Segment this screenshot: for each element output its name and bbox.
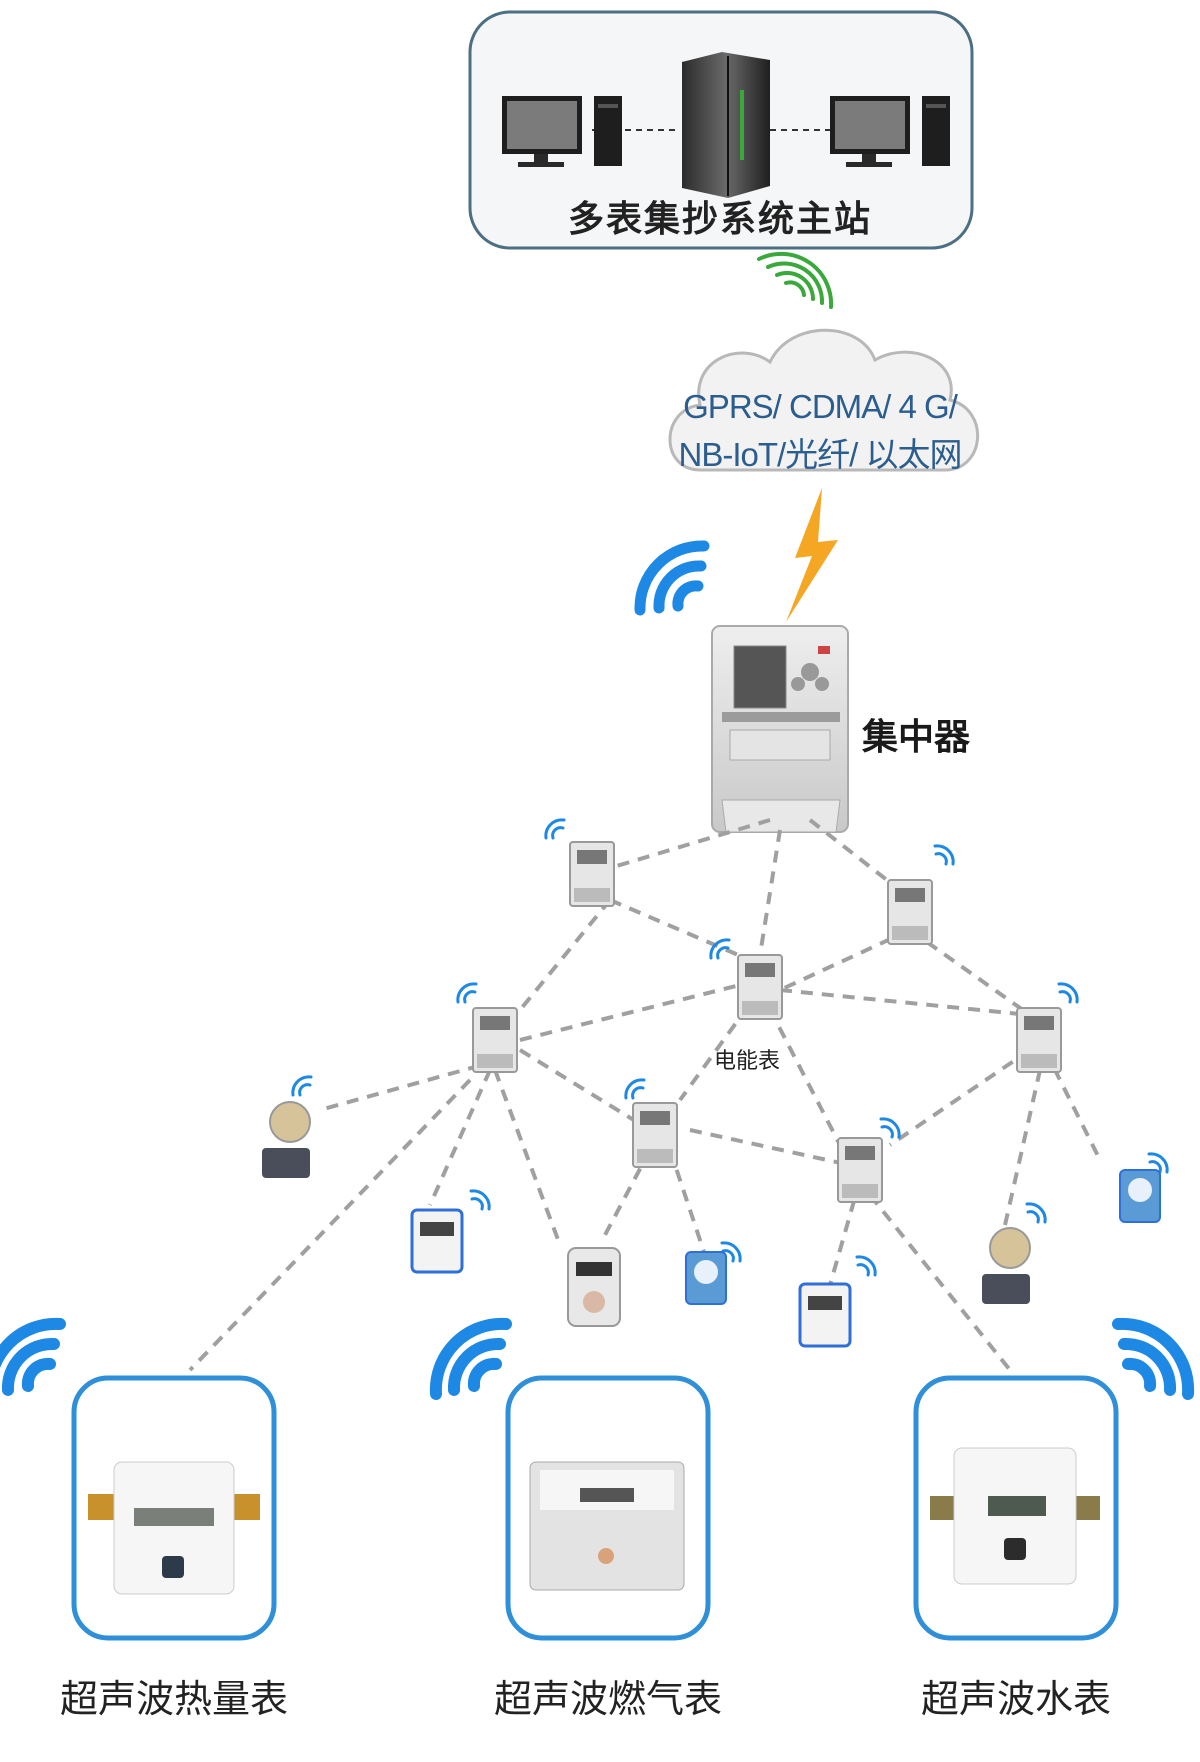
electric-meter-label: 电能表 bbox=[714, 1049, 781, 1074]
electric-meter-icon bbox=[472, 1007, 518, 1073]
electric-meter-icon bbox=[569, 841, 615, 907]
electric-meter-icon bbox=[737, 954, 783, 1020]
gas-meter-icon bbox=[410, 1208, 464, 1274]
water-meter-label: 超声波水表 bbox=[920, 1677, 1111, 1721]
water-meter-icon bbox=[1119, 1169, 1161, 1223]
gas-meter-label: 超声波燃气表 bbox=[493, 1677, 722, 1721]
network-line-2: NB-IoT/光纤/ 以太网 bbox=[678, 436, 962, 473]
ultrasonic-gas-meter-icon bbox=[529, 1461, 685, 1591]
water-meter-icon bbox=[982, 1227, 1031, 1304]
water-meter-icon bbox=[685, 1251, 727, 1305]
wifi-small-icons bbox=[291, 818, 1169, 1277]
server-icon bbox=[682, 52, 770, 198]
master-station-title: 多表集抄系统主站 bbox=[567, 199, 872, 240]
concentrator-label: 集中器 bbox=[862, 717, 971, 758]
cloud-icon bbox=[668, 328, 979, 472]
electric-meter-icon bbox=[1016, 1007, 1062, 1073]
gas-meter-icon bbox=[798, 1282, 852, 1348]
concentrator-device bbox=[711, 625, 849, 833]
electric-meter-icon bbox=[837, 1137, 883, 1203]
heat-meter-label: 超声波热量表 bbox=[59, 1677, 288, 1721]
electric-meter-icon bbox=[887, 879, 933, 945]
lightning-icon bbox=[786, 488, 838, 622]
wireless-signal-gas-icon bbox=[429, 1317, 512, 1400]
wireless-signal-green-icon bbox=[757, 251, 834, 309]
wireless-signal-concentrator-icon bbox=[634, 540, 710, 616]
mesh-links bbox=[188, 818, 1102, 1372]
wireless-signal-water-icon bbox=[1112, 1317, 1195, 1400]
ultrasonic-heat-meter-icon bbox=[88, 1461, 260, 1595]
ultrasonic-water-meter-icon bbox=[930, 1447, 1100, 1585]
prepaid-water-meter-icon bbox=[567, 1247, 621, 1327]
water-meter-icon bbox=[262, 1101, 311, 1178]
wireless-signal-heat-icon bbox=[0, 1317, 66, 1396]
network-line-1: GPRS/ CDMA/ 4 G/ bbox=[683, 388, 958, 425]
pc-right-icon bbox=[830, 96, 950, 167]
pc-left-icon bbox=[502, 96, 622, 167]
electric-meter-icon bbox=[632, 1102, 678, 1168]
